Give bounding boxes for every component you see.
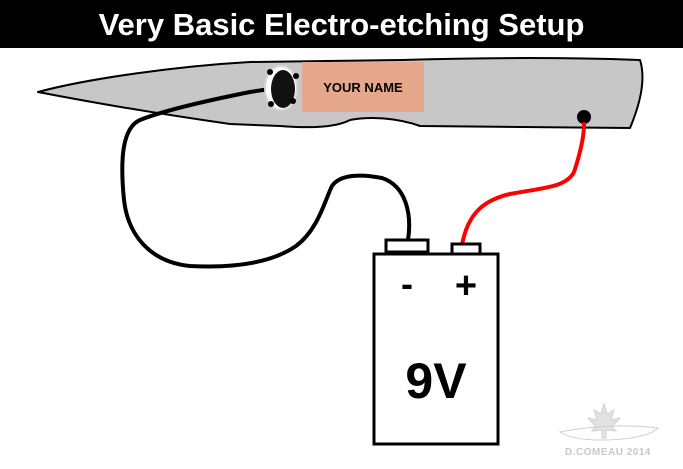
negative-terminal: [384, 238, 430, 254]
negative-sign: -: [401, 263, 413, 304]
blade-pivot-dot-icon: [577, 110, 591, 124]
voltage-label: 9V: [405, 353, 467, 409]
felt-pad-icon: [264, 65, 299, 111]
maple-leaf-knife-icon: [558, 402, 660, 441]
title-bar: Very Basic Electro-etching Setup: [0, 0, 683, 48]
stencil-patch: [302, 62, 424, 112]
positive-sign: +: [455, 265, 477, 307]
credit-text: D.COMEAU 2014: [565, 447, 651, 458]
negative-wire: [120, 86, 412, 269]
stencil-label: YOUR NAME: [323, 80, 403, 95]
diagram-title: Very Basic Electro-etching Setup: [98, 6, 585, 42]
positive-wire: [460, 122, 586, 247]
battery-body: [372, 252, 500, 446]
